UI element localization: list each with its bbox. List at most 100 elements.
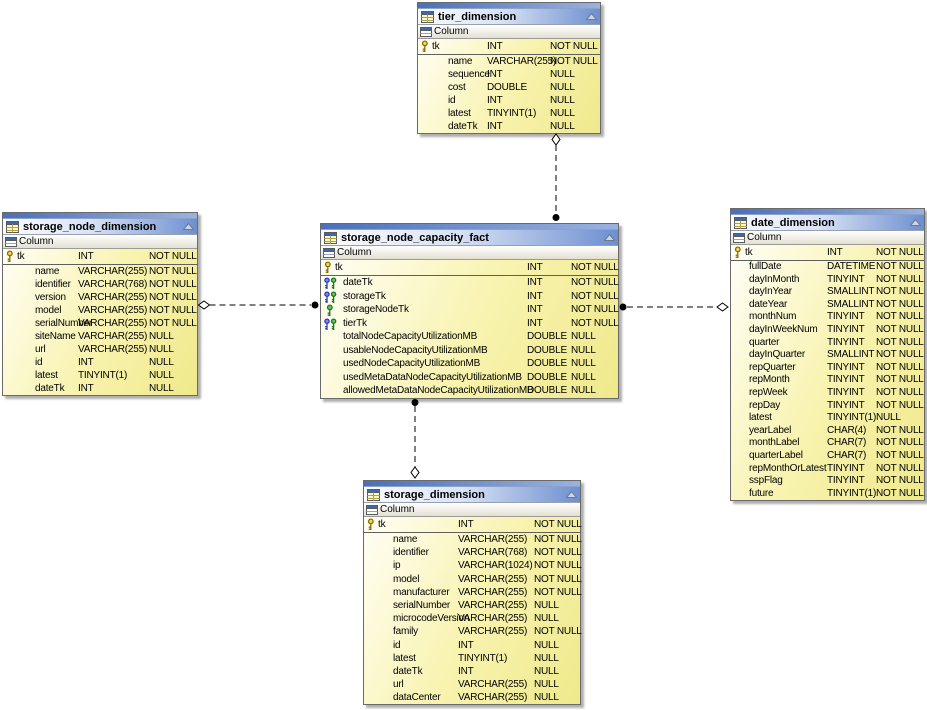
collapse-icon[interactable] [604, 234, 615, 241]
collapse-icon[interactable] [910, 219, 921, 226]
column-name: latest [448, 108, 471, 119]
column-group-header[interactable]: Column [3, 235, 197, 249]
column-type: INT [487, 95, 503, 106]
column-group-header[interactable]: Column [321, 246, 618, 260]
column-name: dateTk [448, 121, 478, 132]
column-type: CHAR(7) [827, 449, 867, 461]
collapse-icon[interactable] [586, 13, 597, 20]
column-group-header[interactable]: Column [731, 231, 924, 245]
column-name: dayInYear [749, 286, 792, 298]
collapse-icon[interactable] [566, 491, 577, 498]
column-type: TINYINT [827, 323, 865, 335]
column-type: INT [827, 247, 843, 258]
table-title-bar[interactable]: storage_dimension [364, 487, 580, 503]
table-title-bar[interactable]: storage_node_capacity_fact [321, 230, 618, 246]
table-title-bar[interactable]: storage_node_dimension [3, 219, 197, 235]
column-nullability: NULL [550, 108, 575, 119]
table-title-bar[interactable]: date_dimension [731, 215, 924, 231]
column-type: INT [487, 41, 503, 52]
column-name: totalNodeCapacityUtilizationMB [343, 331, 478, 342]
column-group-header[interactable]: Column [364, 503, 580, 517]
relationship-fact-storage[interactable] [410, 399, 420, 479]
column-group-header[interactable]: Column [418, 25, 600, 39]
relationship-fact-date[interactable] [619, 302, 729, 312]
table-title-bar[interactable]: tier_dimension [418, 9, 600, 25]
column-name: dayInWeekNum [749, 323, 818, 335]
relationship-fact-tier[interactable] [551, 133, 561, 221]
column-name: name [448, 56, 473, 67]
column-nullability: NULL [149, 383, 174, 394]
collapse-icon[interactable] [183, 223, 194, 230]
column-row[interactable]: allowedMetaDataNodeCapacityUtilizationMB… [321, 384, 618, 398]
relationship-fact-storage-node[interactable] [197, 300, 319, 310]
